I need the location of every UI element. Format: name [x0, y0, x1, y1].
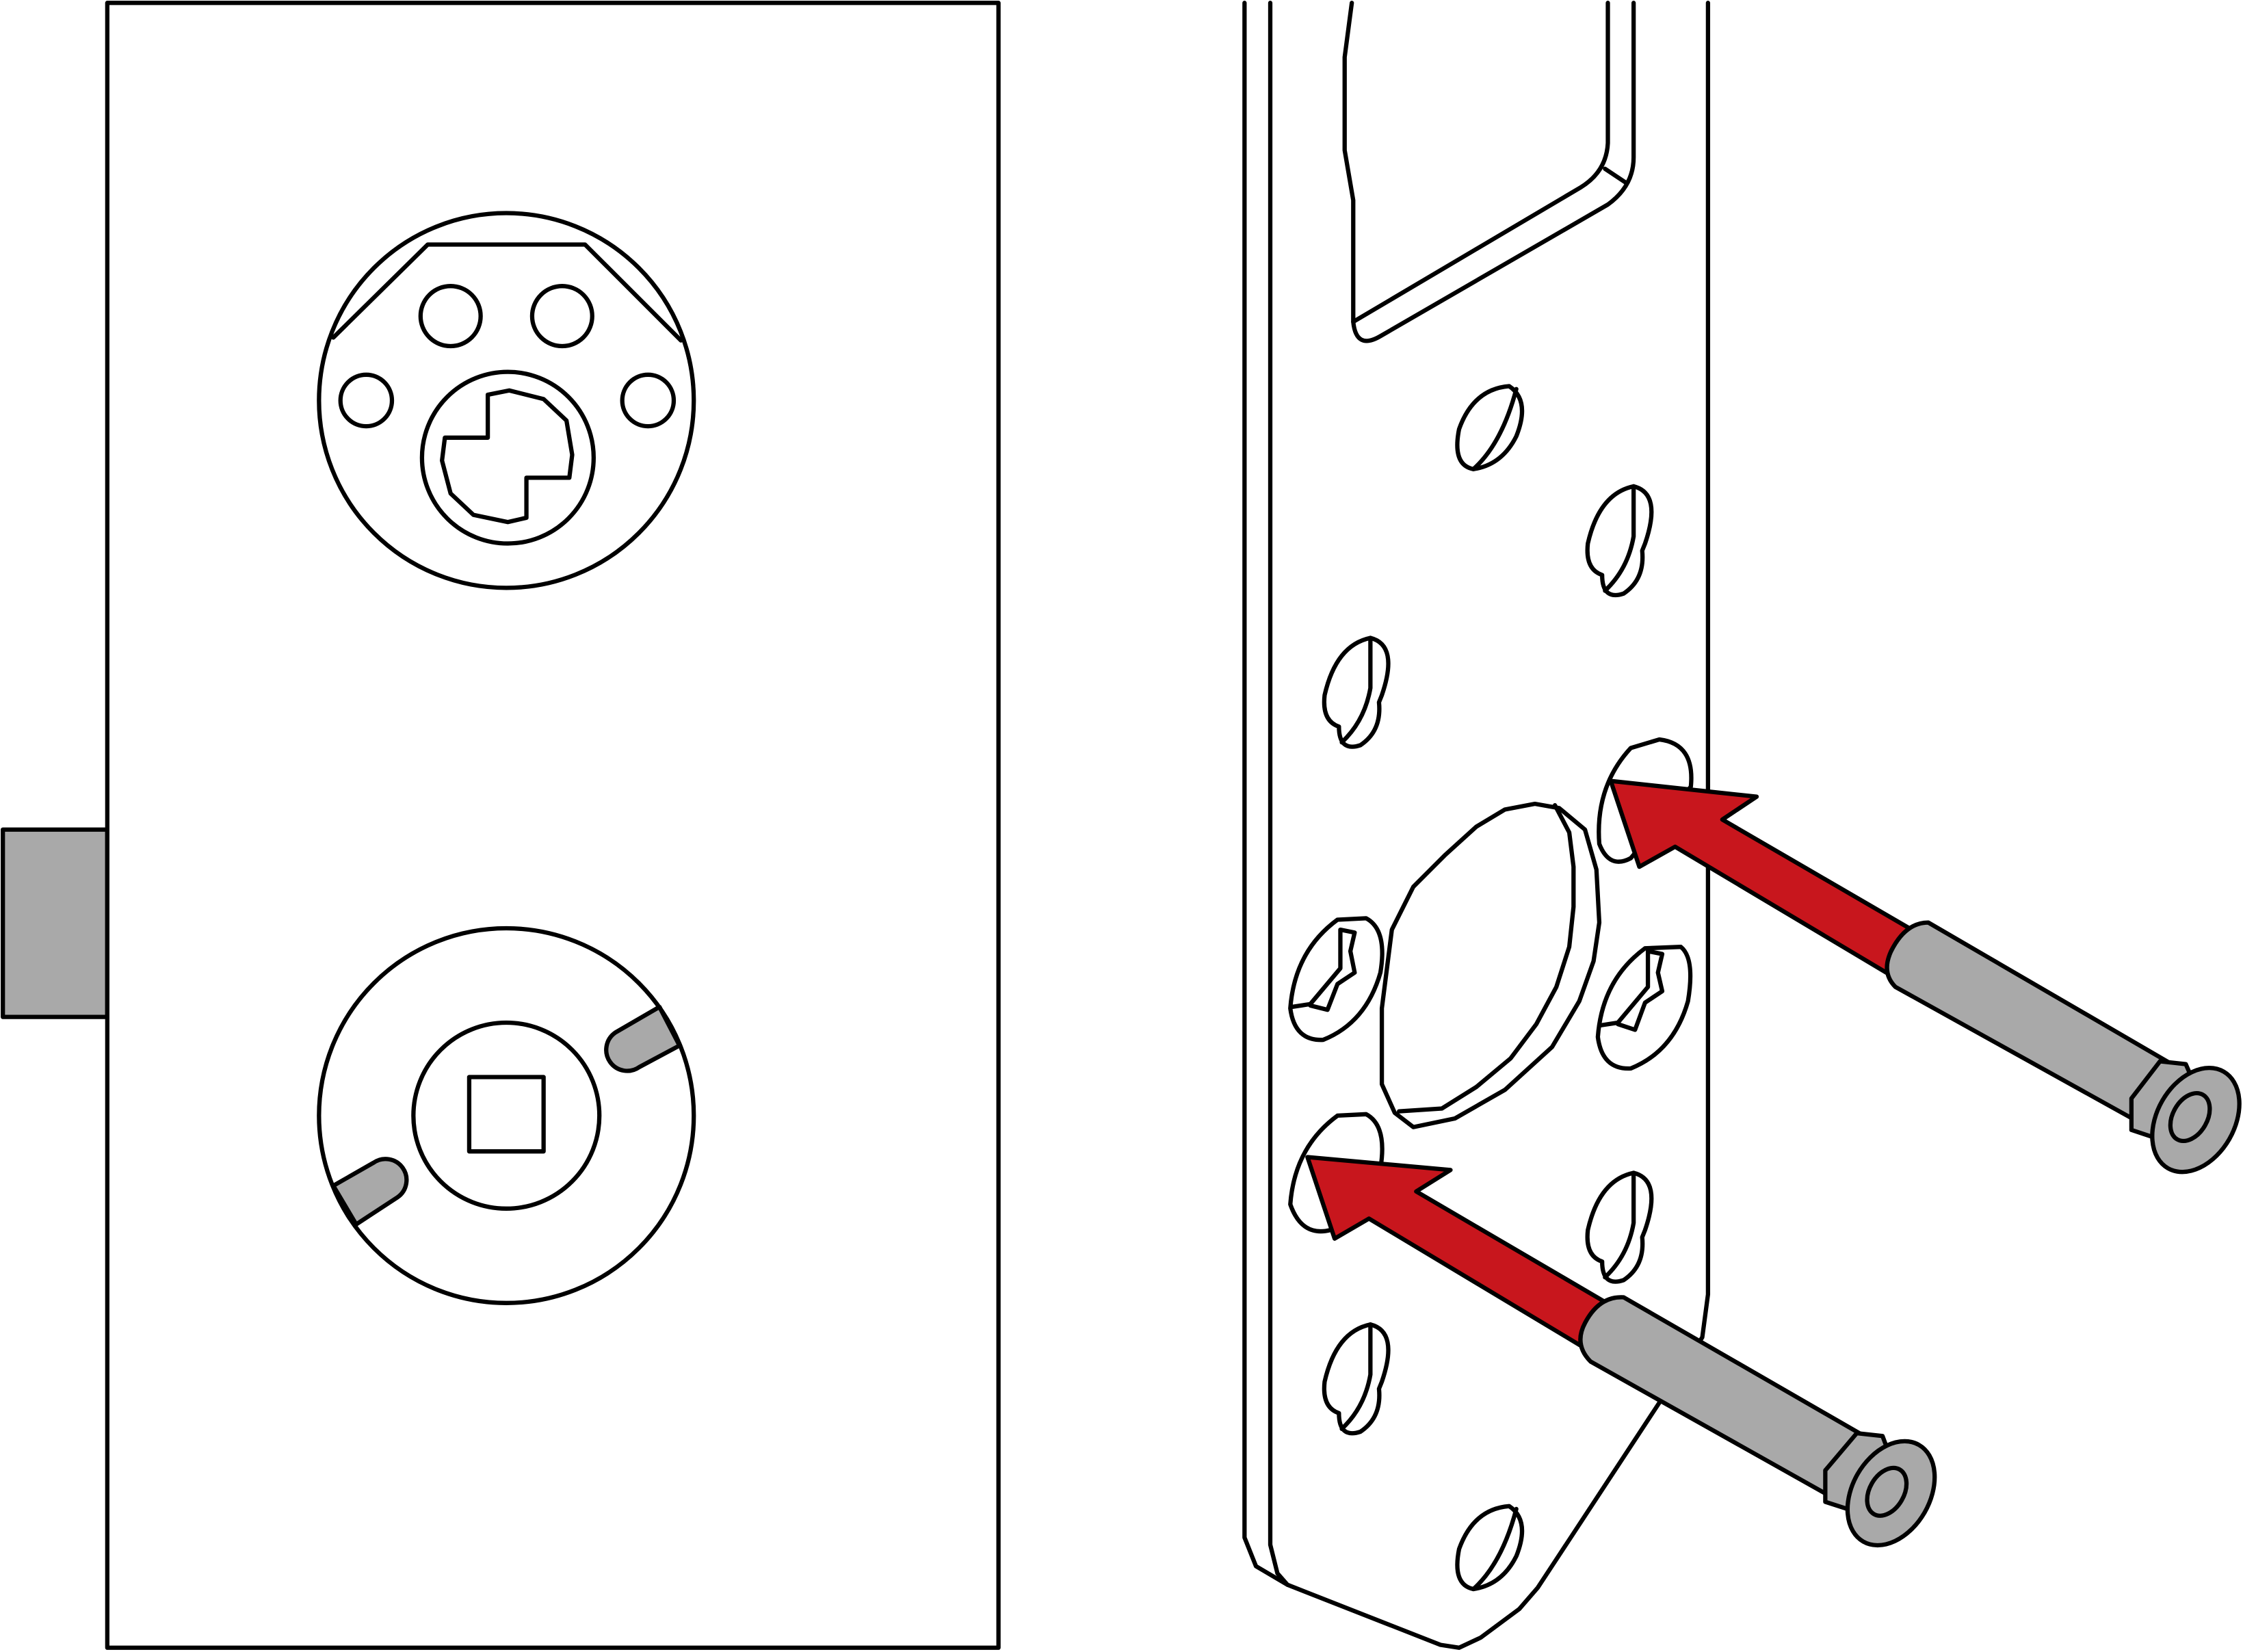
- faceplate: [1242, 1, 1711, 1650]
- center-hole: [1379, 801, 1602, 1129]
- screw: [1578, 1295, 1870, 1507]
- upper-screw-assembly: [1608, 778, 2242, 1175]
- spindle-hub: [317, 926, 696, 1305]
- cylinder-hole: [317, 211, 696, 590]
- latch-bolt: [1, 827, 109, 1019]
- lower-screw-assembly: [1305, 1155, 1937, 1548]
- screw: [1885, 920, 2177, 1132]
- lock-case: [1, 1, 1001, 1650]
